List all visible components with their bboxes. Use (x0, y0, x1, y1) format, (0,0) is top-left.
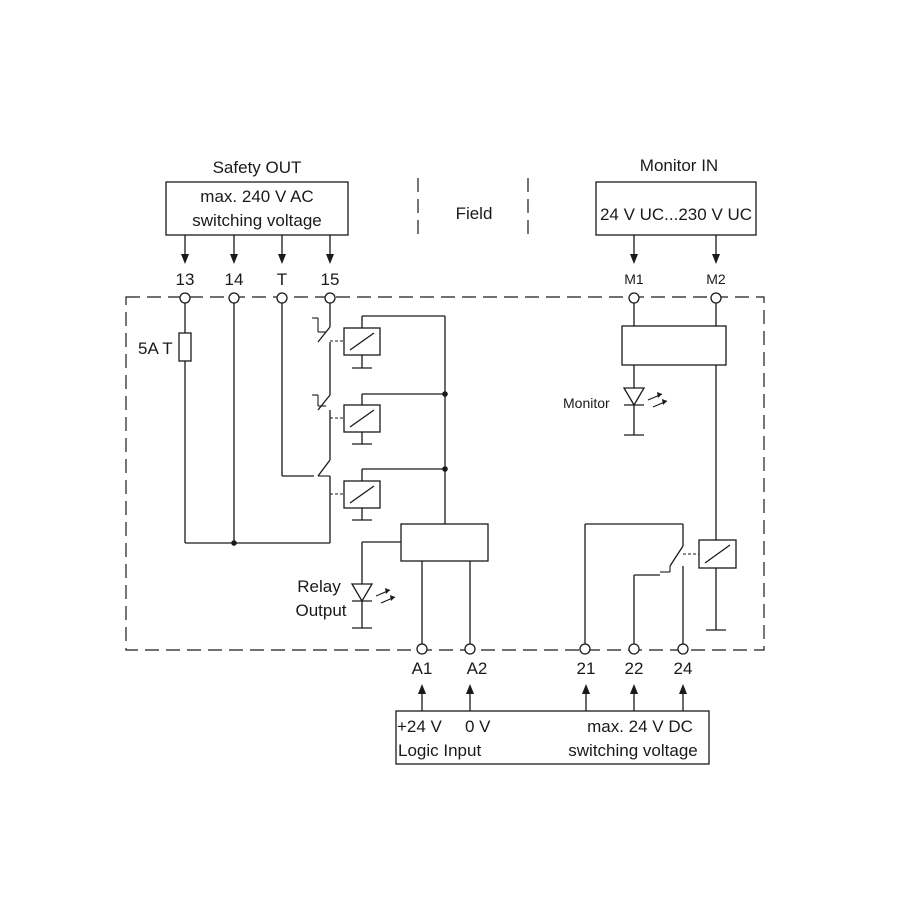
relay-output-label-line2: Output (295, 601, 346, 620)
monitor-in-arrows (630, 235, 720, 264)
terminal-21-label: 21 (577, 659, 596, 678)
relay-coil-3 (330, 468, 445, 521)
safety-out-rating-box (165, 181, 349, 236)
safety-out-arrows (181, 235, 334, 264)
terminal-13-label: 13 (176, 270, 195, 289)
relay-coil-2 (330, 393, 445, 445)
fuse-label: 5A T (138, 339, 173, 358)
safety-output-circuit (178, 303, 331, 546)
terminal-t-label: T (277, 270, 287, 289)
terminal-14 (228, 292, 240, 304)
monitor-circuit (584, 303, 737, 644)
bottom-input-arrows (418, 684, 687, 711)
module-enclosure (125, 296, 765, 651)
monitor-in-rating: 24 V UC...230 V UC (600, 205, 752, 224)
logic-control-block (400, 523, 489, 562)
logic-input-caption: Logic Input (398, 741, 481, 760)
terminal-m1 (628, 292, 640, 304)
terminal-24-label: 24 (674, 659, 693, 678)
terminal-m1-label: M1 (624, 271, 644, 287)
terminal-15 (324, 292, 336, 304)
top-terminals (179, 292, 722, 304)
terminal-15-label: 15 (321, 270, 340, 289)
junction-dot (231, 540, 237, 546)
terminal-22 (628, 643, 640, 655)
logic-input-pos-label: +24 V (397, 717, 443, 736)
terminal-21 (579, 643, 591, 655)
bottom-terminals (416, 643, 689, 655)
terminal-13 (179, 292, 191, 304)
terminal-24 (677, 643, 689, 655)
terminal-14-label: 14 (225, 270, 244, 289)
terminal-m2 (710, 292, 722, 304)
terminal-a1 (416, 643, 428, 655)
field-label: Field (456, 204, 493, 223)
safety-out-rating-line2: switching voltage (192, 211, 321, 230)
terminal-a1-label: A1 (412, 659, 433, 678)
logic-input-zero-label: 0 V (465, 717, 491, 736)
junction-dot (442, 391, 448, 397)
terminal-m2-label: M2 (706, 271, 726, 287)
safety-out-rating-line1: max. 240 V AC (200, 187, 313, 206)
monitor-in-title: Monitor IN (640, 156, 718, 175)
dc-rating-line1: max. 24 V DC (587, 717, 693, 736)
terminal-a2-label: A2 (467, 659, 488, 678)
monitor-led-label: Monitor (563, 395, 610, 411)
terminal-a2 (464, 643, 476, 655)
relay-output-label-line1: Relay (297, 577, 341, 596)
logic-input-box (395, 710, 710, 765)
terminal-22-label: 22 (625, 659, 644, 678)
junction-dot (442, 466, 448, 472)
fuse-symbol (178, 332, 192, 362)
monitor-input-block (621, 325, 727, 366)
monitor-in-rating-box (595, 181, 757, 236)
relay-coil-1 (330, 315, 445, 369)
safety-out-title: Safety OUT (213, 158, 302, 177)
dc-rating-line2: switching voltage (568, 741, 697, 760)
relay-output-led (350, 541, 401, 629)
terminal-t (276, 292, 288, 304)
